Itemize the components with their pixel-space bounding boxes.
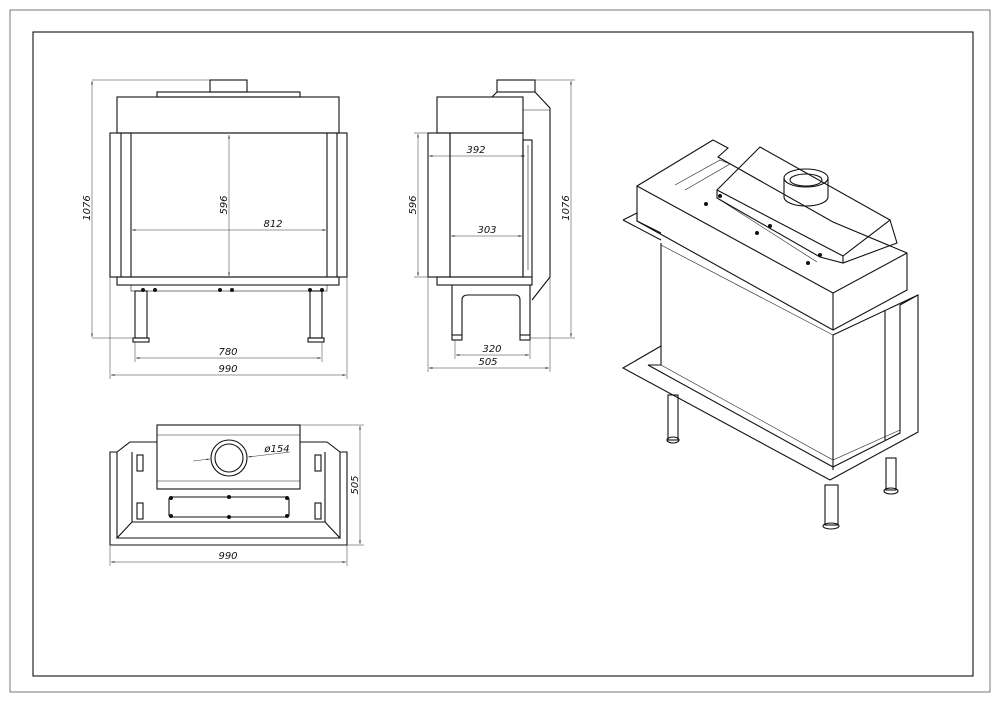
top-view: ø154 505 990 <box>109 424 364 566</box>
side-view: 1076 596 392 303 320 505 <box>408 79 575 372</box>
dim-side-glass-height: 596 <box>408 195 419 214</box>
dim-side-depth-glass: 303 <box>477 225 496 236</box>
dim-front-width-total: 990 <box>218 364 237 375</box>
drawing-frame <box>32 31 974 677</box>
front-view: 1076 596 812 780 990 <box>82 79 348 379</box>
dim-flue-diameter: ø154 <box>263 444 289 455</box>
dim-front-leg-spacing: 780 <box>218 347 237 358</box>
isometric-view <box>621 139 919 530</box>
dim-front-glass-height: 596 <box>219 195 230 214</box>
dim-side-depth-total: 505 <box>478 357 497 368</box>
dim-side-leg-spacing: 320 <box>482 344 501 355</box>
dim-front-height-total: 1076 <box>82 195 93 220</box>
dim-top-width-total: 990 <box>218 551 237 562</box>
sheet-border <box>9 9 991 693</box>
dim-side-depth-upper: 392 <box>466 145 485 156</box>
dim-side-height-total: 1076 <box>561 195 572 220</box>
dim-top-depth-total: 505 <box>350 475 361 494</box>
dim-front-glass-width: 812 <box>263 219 282 230</box>
